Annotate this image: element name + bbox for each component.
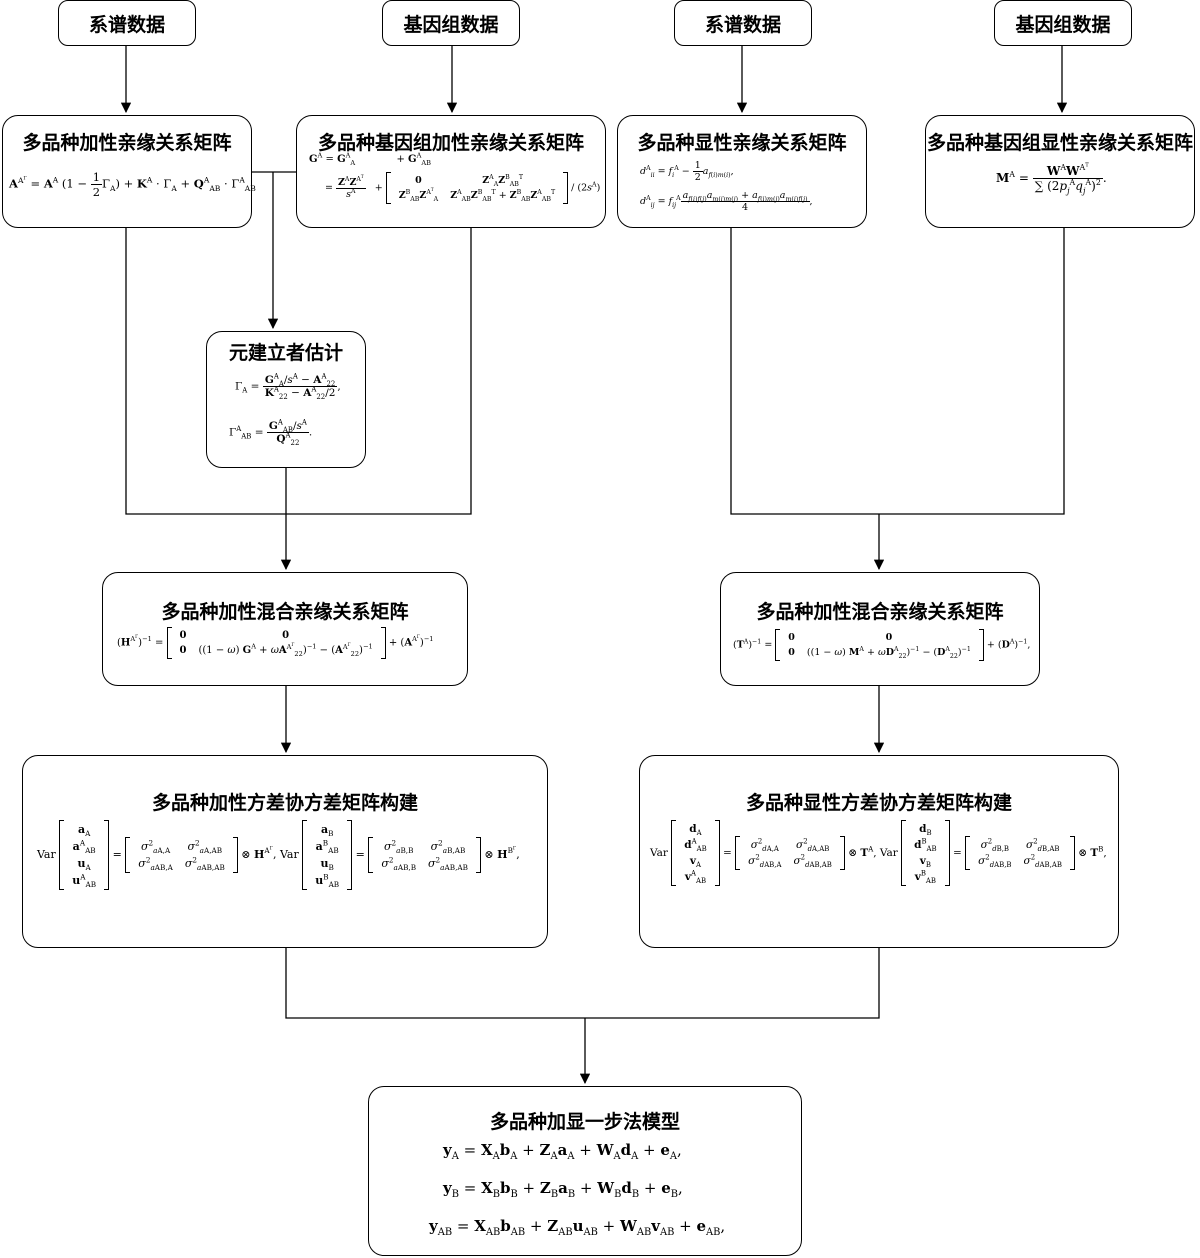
source-genomic-data-2: 基因组数据 (994, 0, 1132, 46)
node-title: 多品种基因组显性亲缘关系矩阵 (926, 132, 1193, 154)
node-title: 系谱数据 (88, 13, 165, 36)
node-title: 多品种基因组加性亲缘关系矩阵 (317, 132, 584, 154)
node-title: 多品种显性亲缘关系矩阵 (637, 132, 847, 154)
formula-model-b: yB = XBbB + ZBaB + WBdB + eB, (443, 1179, 683, 1200)
node-title: 基因组数据 (403, 13, 499, 36)
node-title: 多品种加性亲缘关系矩阵 (22, 132, 232, 154)
node-title: 多品种加性混合亲缘关系矩阵 (756, 601, 1004, 623)
node-title: 元建立者估计 (228, 342, 343, 364)
formula-m-matrix: MA = WAWAT∑ (2pjAqjA)2. (996, 162, 1107, 196)
node-title: 多品种加显一步法模型 (489, 1111, 680, 1133)
source-pedigree-data-2: 系谱数据 (674, 0, 812, 46)
edge-n8n9-merge (285, 948, 880, 1019)
node-title: 多品种加性方差协方差矩阵构建 (151, 792, 418, 814)
formula-model-ab: yAB = XABbAB + ZABuAB + WABvAB + eAB, (429, 1217, 726, 1238)
formula-g-matrix-1: GA = GAA + GAAB (309, 151, 431, 167)
node-title: 基因组数据 (1015, 13, 1111, 36)
edge-n3n4-merge (730, 228, 1065, 515)
edge-n1-merge (125, 228, 472, 515)
formula-model-a: yA = XAbA + ZAaA + WAdA + eA, (443, 1141, 682, 1162)
source-pedigree-data-1: 系谱数据 (58, 0, 196, 46)
node-genomic-dominance-matrix: 多品种基因组显性亲缘关系矩阵 MA = WAWAT∑ (2pjAqjA)2. (925, 115, 1195, 228)
source-genomic-data-1: 基因组数据 (382, 0, 520, 46)
node-single-step-model: 多品种加显一步法模型 yA = XAbA + ZAaA + WAdA + eA,… (368, 1086, 802, 1256)
node-title: 多品种加性混合亲缘关系矩阵 (161, 601, 409, 623)
node-title: 多品种显性方差协方差矩阵构建 (745, 792, 1012, 814)
node-title: 系谱数据 (704, 13, 781, 36)
